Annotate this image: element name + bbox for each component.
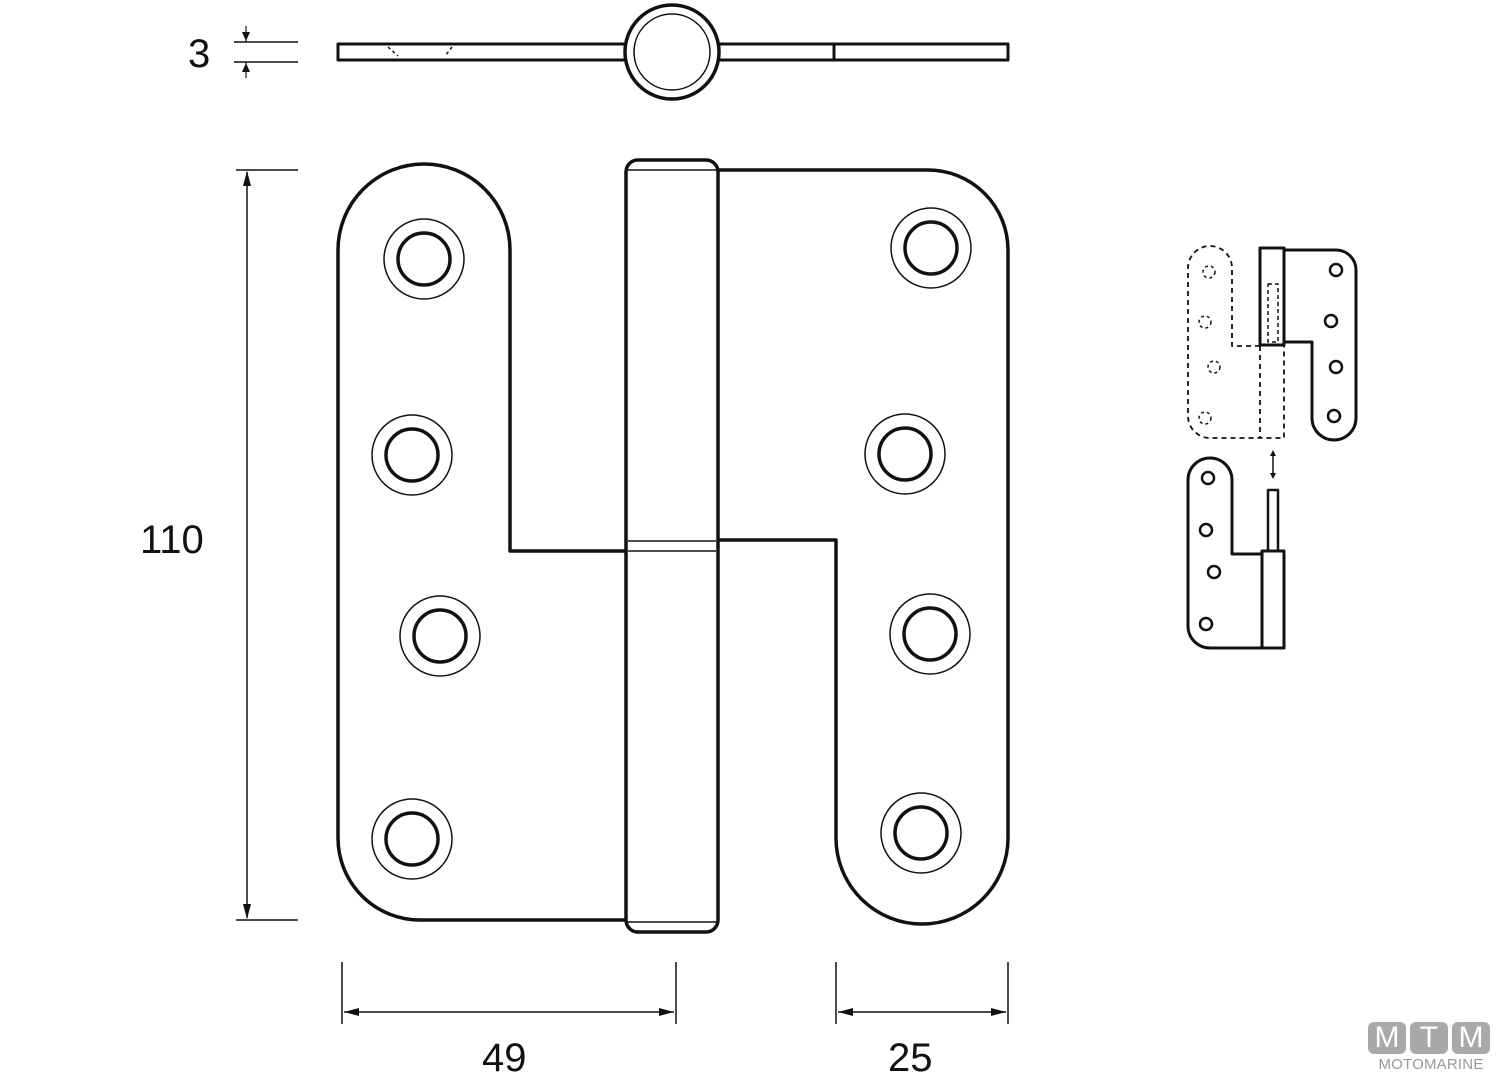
assembly-diagram (1186, 245, 1358, 650)
right-width-label: 25 (888, 1036, 933, 1080)
hinge-knuckle (624, 158, 720, 934)
thickness-label: 3 (188, 32, 211, 76)
right-width-dimension (835, 962, 1009, 1024)
height-dimension (236, 169, 298, 921)
right-leaf (718, 168, 1010, 926)
left-width-label: 49 (482, 1036, 527, 1080)
brand-logo: M T M MOTOMARINE (1368, 1022, 1494, 1080)
logo-letter: M (1368, 1022, 1406, 1054)
logo-letter: M (1452, 1022, 1490, 1054)
top-view (336, 3, 1010, 101)
thickness-dimension (234, 26, 298, 78)
left-leaf-holes (371, 218, 481, 880)
left-leaf (336, 162, 626, 922)
height-label: 110 (140, 518, 204, 562)
right-leaf-holes (864, 207, 972, 874)
logo-subtitle: MOTOMARINE (1378, 1056, 1484, 1073)
logo-letter: T (1410, 1022, 1448, 1054)
left-width-dimension (341, 962, 677, 1024)
